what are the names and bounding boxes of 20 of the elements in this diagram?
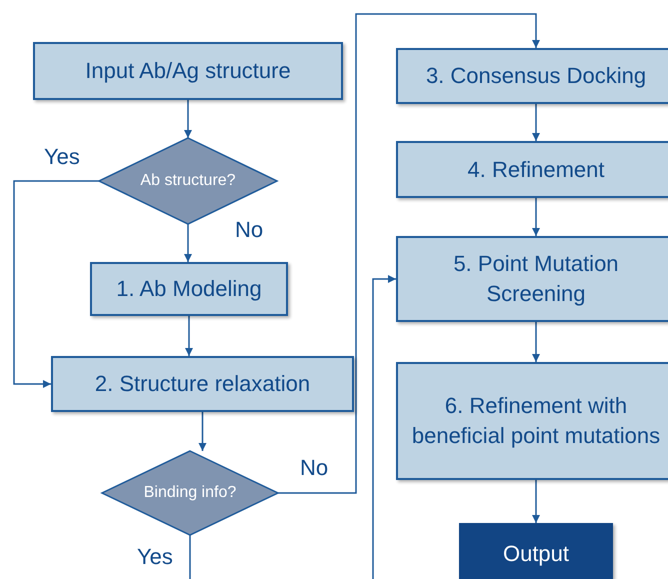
process-box: Input Ab/Ag structure <box>33 42 343 100</box>
arrow <box>532 322 540 362</box>
arrow <box>532 198 540 236</box>
arrow <box>13 180 99 388</box>
arrow <box>185 316 193 356</box>
arrow <box>184 224 192 262</box>
arrow <box>278 13 540 494</box>
arrow <box>189 275 396 579</box>
process-box: 1. Ab Modeling <box>90 262 288 316</box>
decision-diamond: Binding info? <box>102 451 278 535</box>
process-box: 2. Structure relaxation <box>51 356 354 412</box>
process-box: 3. Consensus Docking <box>396 48 668 104</box>
output-box: Output <box>459 523 613 579</box>
process-box: 4. Refinement <box>396 141 668 198</box>
arrow <box>198 412 206 451</box>
arrow <box>532 480 540 523</box>
arrow <box>532 104 540 141</box>
process-box: 6. Refinement with beneficial point mutations <box>396 362 668 480</box>
arrow <box>184 100 192 138</box>
process-box: 5. Point Mutation Screening <box>396 236 668 322</box>
